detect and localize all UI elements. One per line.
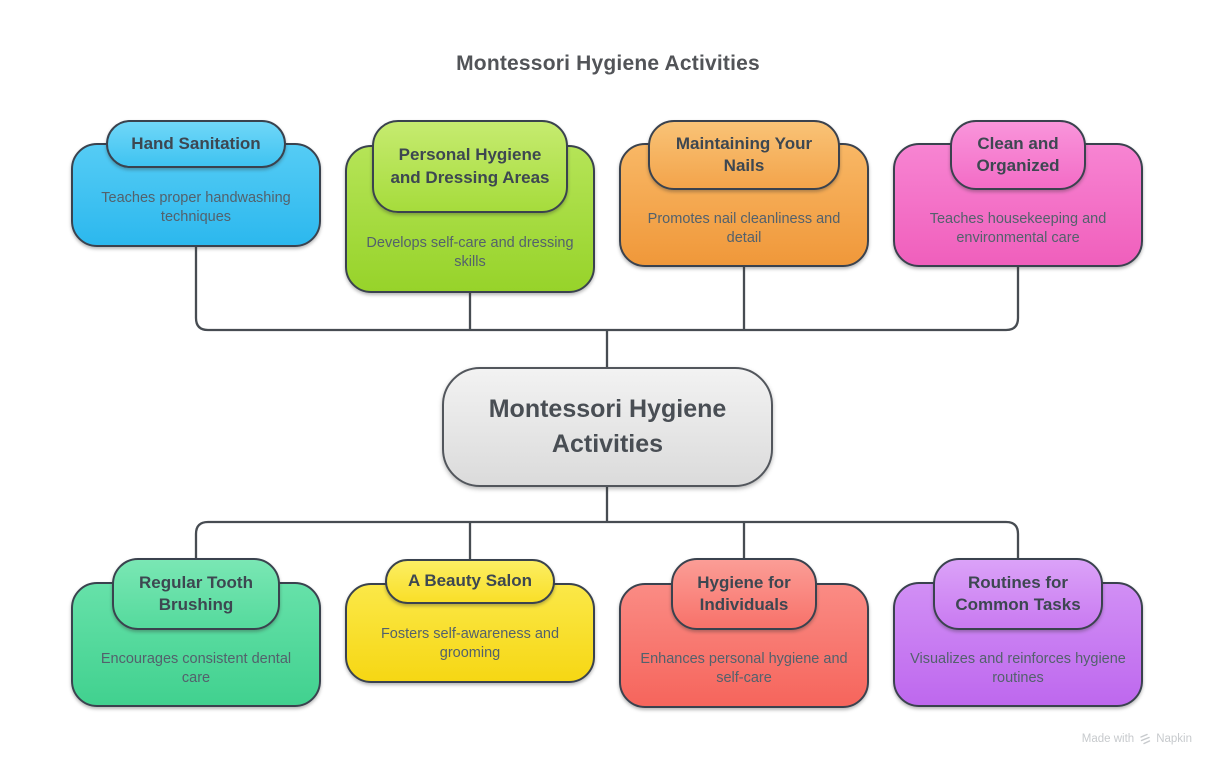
branch-description: Fosters self-awareness and grooming [380,625,560,661]
branch-personal-hygiene-dressing: Personal Hygiene and Dressing Areas Deve… [345,120,595,293]
branch-description: Encourages consistent dental care [100,650,292,686]
branch-title-pill: Clean and Organized [950,120,1086,190]
branch-beauty-salon: A Beauty Salon Fosters self-awareness an… [345,559,595,683]
center-node: Montessori Hygiene Activities [442,367,773,487]
branch-title: Maintaining Your Nails [675,133,813,175]
branch-title-pill: A Beauty Salon [385,559,555,604]
branch-title: Hygiene for Individuals [697,572,791,614]
branch-routines-common-tasks: Routines for Common Tasks Visualizes and… [893,558,1143,707]
bottom-bus-line [194,520,1020,559]
branch-title: Hand Sanitation [131,133,261,153]
branch-title-pill: Hygiene for Individuals [671,558,817,630]
branch-title: Personal Hygiene and Dressing Areas [390,145,550,187]
center-node-label: Montessori Hygiene Activities [488,395,727,458]
napkin-logo-icon [1140,733,1151,745]
branch-title-pill: Hand Sanitation [106,120,286,168]
watermark-prefix: Made with [1081,733,1135,745]
branch-description: Teaches proper handwashing techniques [101,189,291,225]
page-title: Montessori Hygiene Activities [456,52,760,75]
branch-description: Develops self-care and dressing skills [366,235,574,270]
branch-title: Clean and Organized [976,133,1060,175]
branch-hygiene-for-individuals: Hygiene for Individuals Enhances persona… [619,558,869,708]
branch-description-box: Encourages consistent dental care [71,582,321,707]
branch-description: Promotes nail cleanliness and detail [647,210,841,246]
branch-title: A Beauty Salon [407,571,533,591]
branch-title-pill: Regular Tooth Brushing [112,558,280,630]
branch-title: Routines for Common Tasks [955,572,1081,614]
branch-title-pill: Maintaining Your Nails [648,120,840,190]
branch-description: Enhances personal hygiene and self-care [640,651,848,686]
branch-hand-sanitation: Hand Sanitation Teaches proper handwashi… [71,120,321,247]
branch-title: Regular Tooth Brushing [139,572,253,614]
branch-regular-tooth-brushing: Regular Tooth Brushing Encourages consis… [71,558,321,707]
branch-description: Teaches housekeeping and environmental c… [929,210,1107,246]
branch-title-pill: Routines for Common Tasks [933,558,1103,630]
top-bus-line [194,246,1020,332]
branch-clean-organized: Clean and Organized Teaches housekeeping… [893,120,1143,267]
watermark-brand: Napkin [1156,733,1192,745]
napkin-watermark-link[interactable]: Made with Napkin [1082,733,1192,745]
branch-maintaining-nails: Maintaining Your Nails Promotes nail cle… [619,120,869,267]
branch-title-pill: Personal Hygiene and Dressing Areas [372,120,568,213]
branch-description: Visualizes and reinforces hygiene routin… [910,650,1126,686]
